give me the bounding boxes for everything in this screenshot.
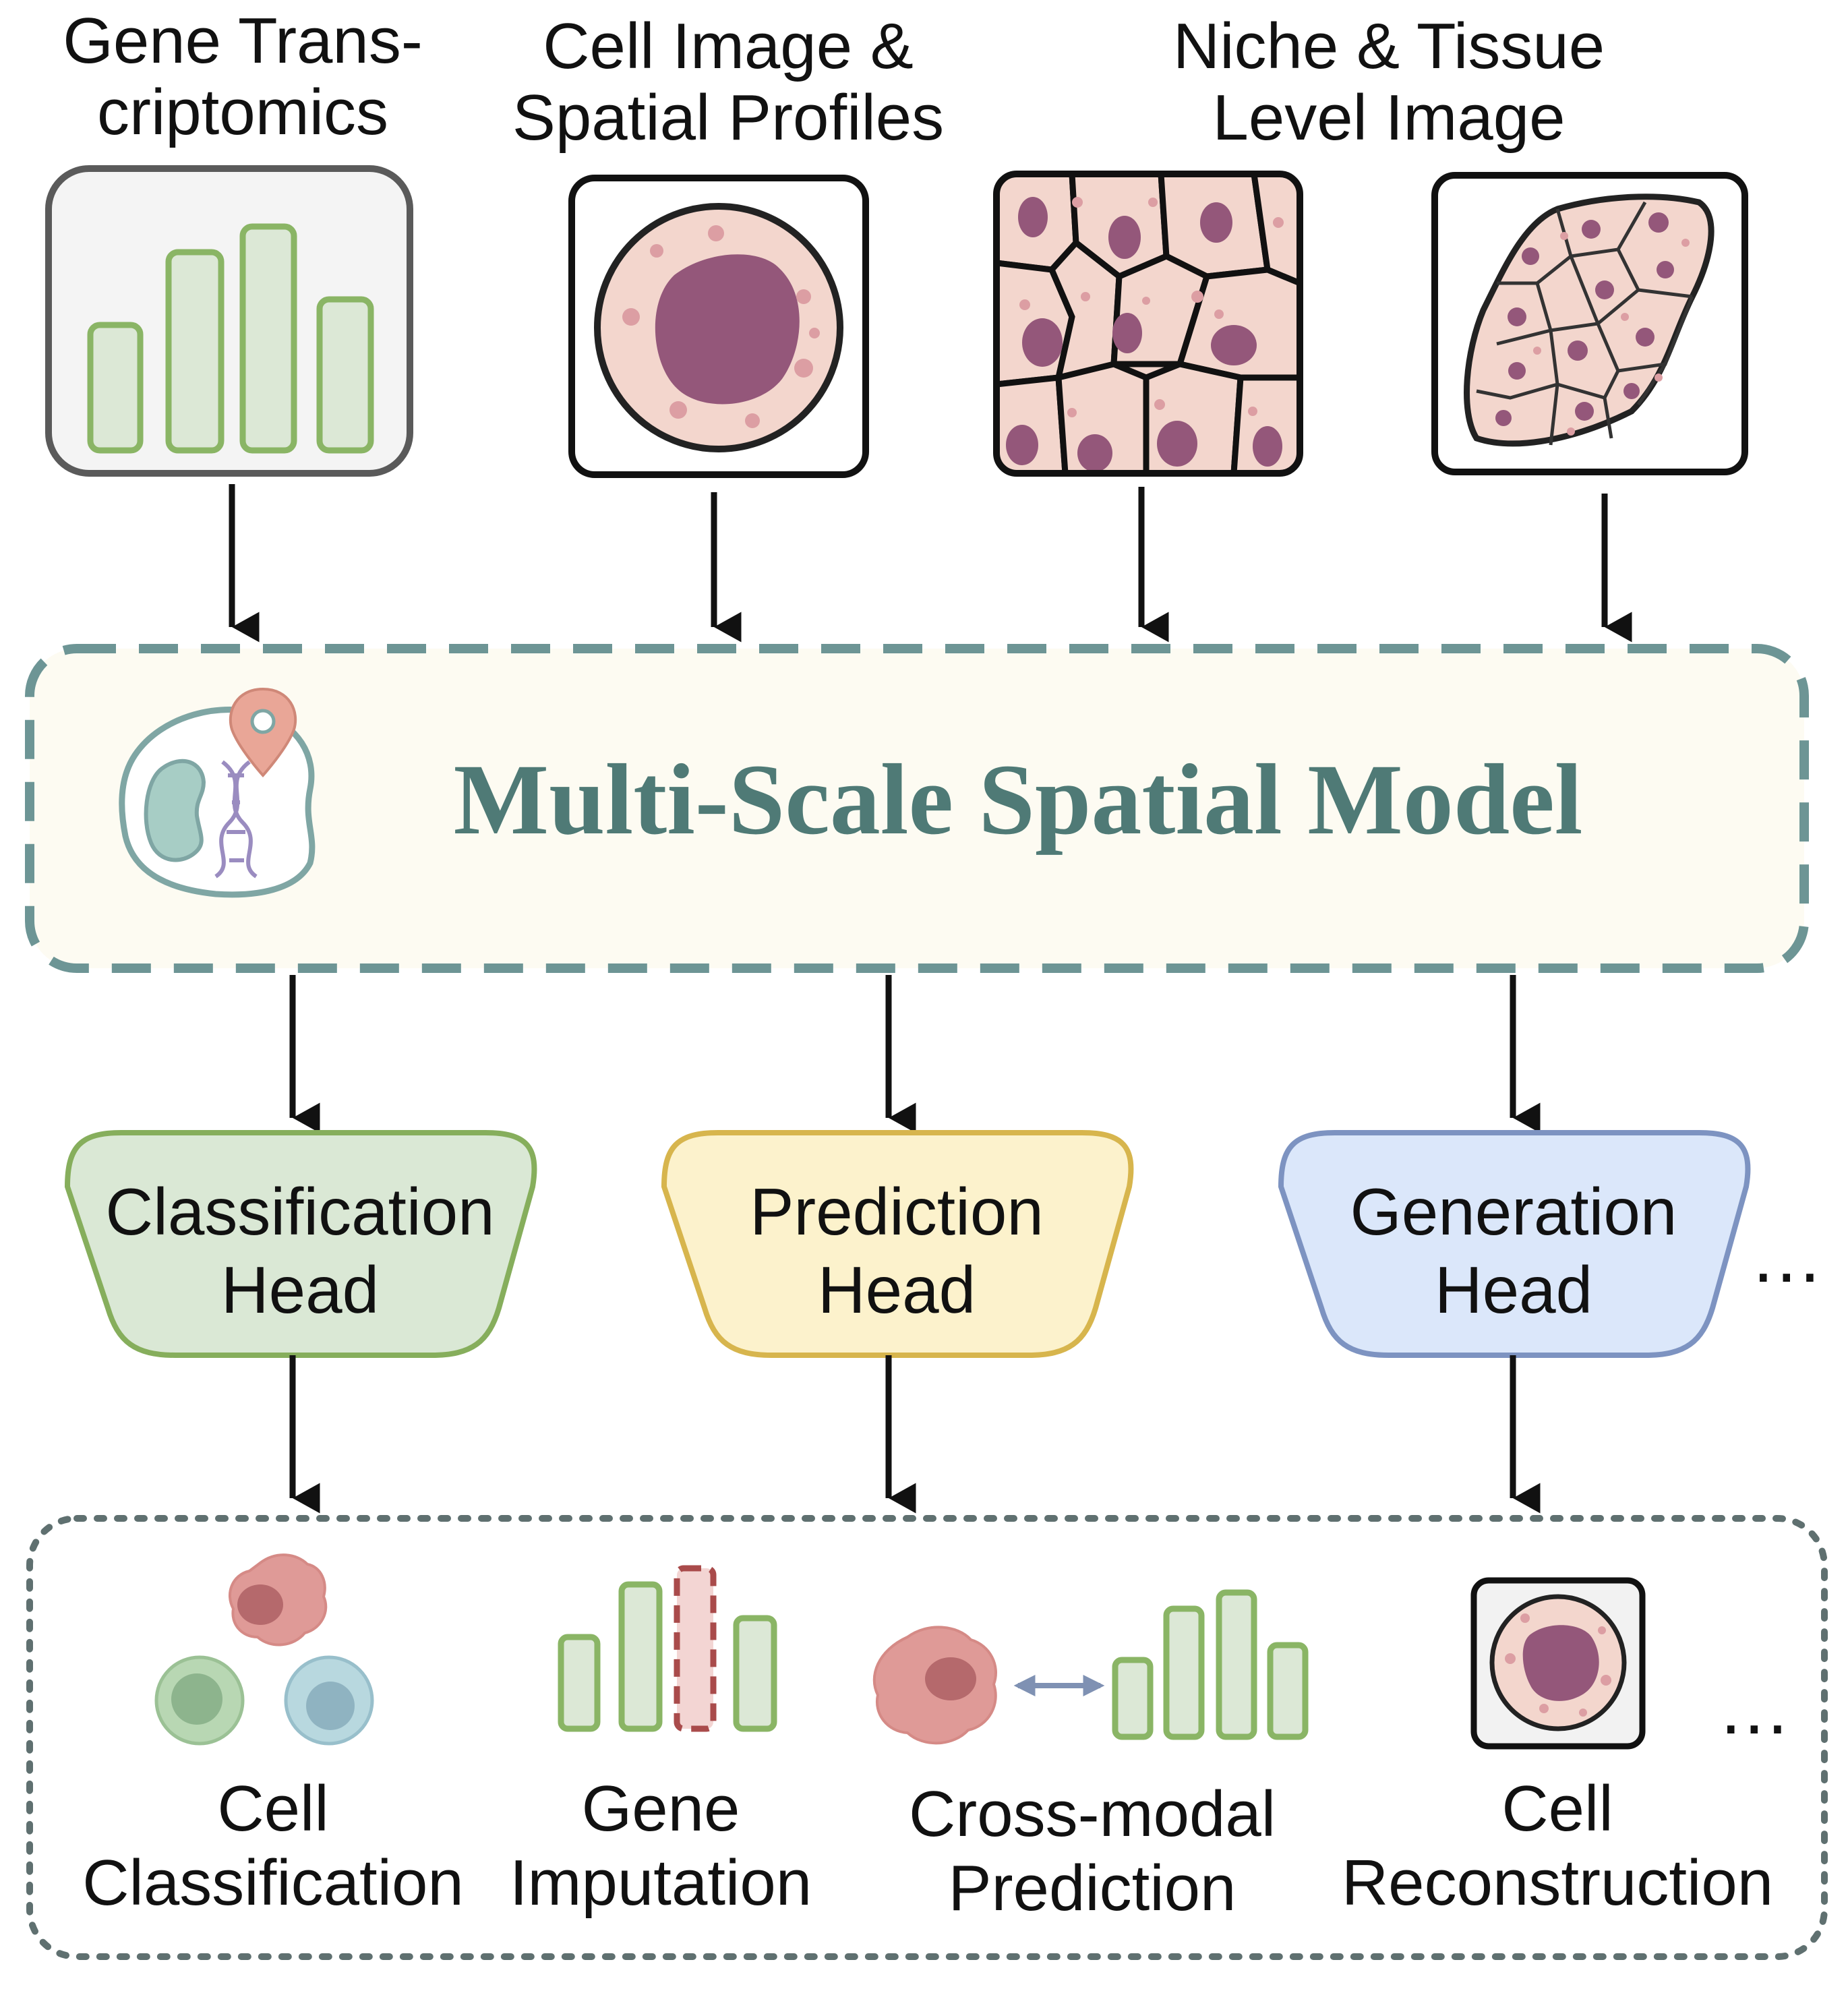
model-title: Multi-Scale Spatial Model <box>453 744 1583 856</box>
generation-head-label: Generation Head <box>1350 1175 1677 1327</box>
cross-modal-prediction-label: Cross-modal Prediction <box>908 1778 1276 1925</box>
classification-head-shape <box>64 1130 537 1358</box>
gene-transcriptomics-panel <box>45 165 413 477</box>
cell-classification-icon <box>154 1553 374 1746</box>
gene-bar-chart-icon <box>87 223 374 454</box>
head-arrows <box>289 975 1541 1133</box>
cell-image-panel <box>568 175 869 478</box>
cell-image-label: Cell Image & Spatial Profiles <box>512 10 945 154</box>
prediction-head-shape <box>661 1130 1134 1358</box>
cell-classification-label: Cell Classification <box>82 1773 464 1920</box>
cell-reconstruction-label: Cell Reconstruction <box>1341 1773 1774 1920</box>
input-arrows <box>229 484 1632 643</box>
cell-dna-location-icon <box>119 687 316 898</box>
gene-imputation-icon <box>558 1565 777 1732</box>
classification-head-label: Classification Head <box>105 1175 495 1327</box>
single-cell-icon <box>594 203 843 452</box>
task-arrows <box>289 1355 1541 1514</box>
gene-imputation-label: Gene Imputation <box>509 1773 812 1920</box>
model-box <box>25 644 1809 973</box>
tissue-image-panel <box>1431 172 1748 475</box>
tissue-icon <box>1464 194 1715 447</box>
generation-head-shape <box>1278 1130 1751 1358</box>
niche-image-panel <box>993 171 1303 477</box>
heads-ellipsis: ... <box>1753 1215 1823 1298</box>
cell-reconstruction-icon <box>1470 1577 1646 1750</box>
tasks-ellipsis: ... <box>1721 1667 1791 1750</box>
prediction-head-label: Prediction Head <box>750 1175 1044 1327</box>
gene-transcriptomics-label: Gene Trans- criptomics <box>63 5 423 148</box>
niche-tissue-label: Niche & Tissue Level Image <box>1172 10 1605 154</box>
cross-modal-prediction-icon <box>872 1589 1309 1745</box>
